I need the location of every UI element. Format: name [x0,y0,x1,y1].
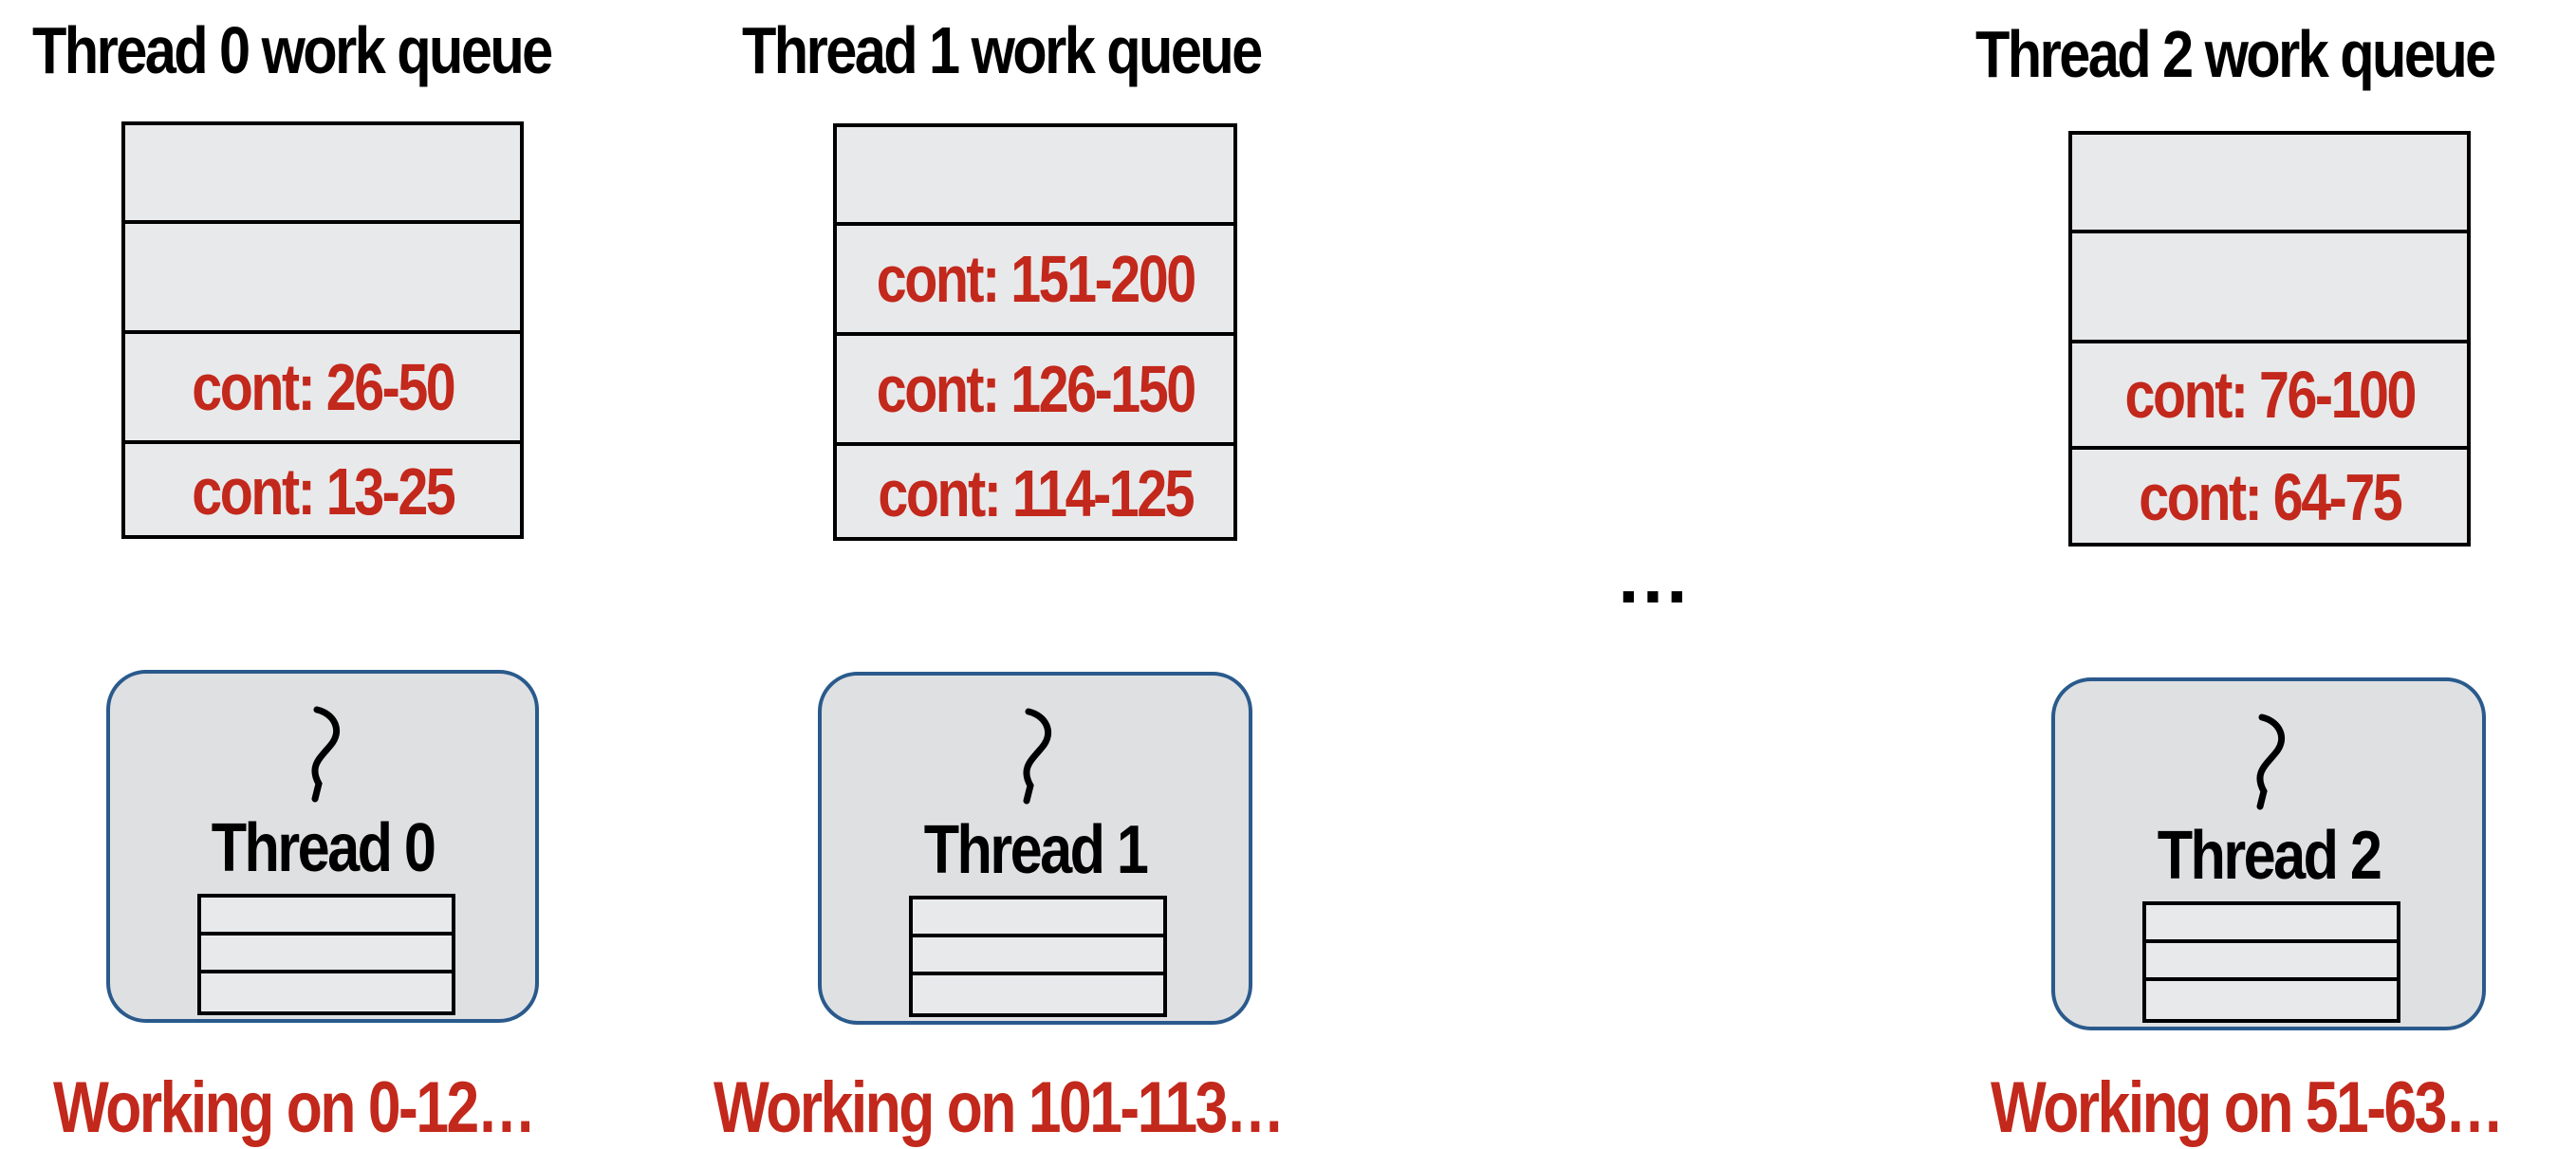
thread-local-stack [197,894,455,1015]
queue-slot [2072,233,2467,343]
queue-slot: cont: 76-100 [2072,343,2467,450]
thread-label: Thread 2 [2157,818,2382,894]
stack-row [201,936,452,973]
stack-row [201,898,452,936]
stack-row [2146,943,2397,981]
stack-row [913,899,1163,937]
stack-row [913,975,1163,1013]
stack-row [201,973,452,1011]
queue-slot: cont: 126-150 [837,336,1233,446]
queue-slot-label: cont: 26-50 [192,350,455,424]
queue-slot-label: cont: 13-25 [192,454,455,528]
queue-slot [125,224,520,334]
queue-title-thread-2: Thread 2 work queue [1975,17,2496,91]
queue-title-thread-0: Thread 0 work queue [32,13,553,87]
thread-squiggle-icon [2256,713,2285,810]
work-queue-thread-2: cont: 76-100 cont: 64-75 [2068,131,2471,547]
queue-slot-label: cont: 76-100 [2124,358,2417,432]
queue-slot: cont: 26-50 [125,334,520,444]
thread-local-stack [2142,901,2400,1023]
queue-slot: cont: 64-75 [2072,450,2467,545]
thread-box-2: Thread 2 [2051,677,2486,1030]
stack-row [2146,905,2397,943]
queue-slot: cont: 151-200 [837,226,1233,336]
thread-squiggle-icon [311,706,340,803]
queue-slot: cont: 13-25 [125,444,520,539]
queue-slot-label: cont: 126-150 [876,352,1196,426]
queue-slot [2072,135,2467,233]
queue-slot: cont: 114-125 [837,446,1233,541]
queue-slot [125,125,520,224]
stack-row [913,937,1163,975]
thread-squiggle-icon [1023,708,1051,805]
thread-label: Thread 1 [923,812,1149,888]
thread-label: Thread 0 [211,810,436,886]
queue-slot-label: cont: 114-125 [878,456,1195,530]
stack-row [2146,981,2397,1019]
thread-box-0: Thread 0 [106,670,539,1023]
work-queue-thread-1: cont: 151-200 cont: 126-150 cont: 114-12… [833,123,1237,541]
queue-title-thread-1: Thread 1 work queue [742,13,1263,87]
queue-slot [837,127,1233,226]
thread-box-1: Thread 1 [818,672,1252,1025]
more-threads-ellipsis: … [1615,534,1693,619]
working-status-thread-2: Working on 51-63… [1991,1067,2504,1148]
queue-slot-label: cont: 64-75 [2139,460,2402,534]
working-status-thread-0: Working on 0-12… [53,1067,536,1148]
thread-local-stack [909,896,1167,1017]
working-status-thread-1: Working on 101-113… [713,1067,1285,1148]
queue-slot-label: cont: 151-200 [876,242,1196,316]
work-queue-thread-0: cont: 26-50 cont: 13-25 [121,121,524,539]
